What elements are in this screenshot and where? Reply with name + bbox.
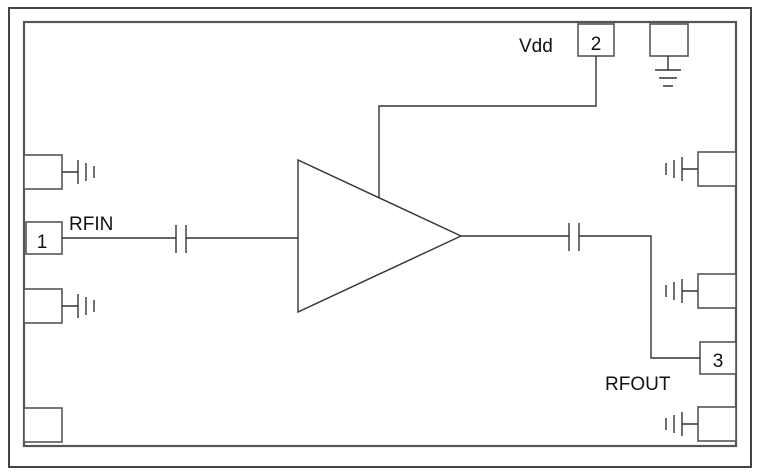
rfout-label: RFOUT [605,374,671,395]
ground-pad-top [649,23,689,87]
rfout-pin-number: 3 [713,351,724,372]
rfout-pad: 3 [699,341,737,375]
rfout-trace [579,235,700,359]
unused-pad-left-bottom [23,407,63,443]
ground-pad-right-top [665,151,737,187]
rfin-label: RFIN [69,214,113,235]
ground-pad-left-mid [23,288,95,324]
chip-die-border [22,20,738,448]
rfin-pin-number: 1 [37,232,48,253]
ground-pad-left-top [23,154,95,190]
ground-pad-right-bottom [665,406,737,442]
vdd-label: Vdd [519,36,553,57]
rfin-pad: 1 [25,221,63,255]
input-capacitor-icon [175,225,187,253]
vdd-pad: 2 [577,23,615,57]
output-capacitor-icon [568,223,580,251]
vdd-pin-number: 2 [591,34,602,55]
ground-pad-right-mid [665,273,737,309]
vdd-bias-trace [378,56,597,198]
